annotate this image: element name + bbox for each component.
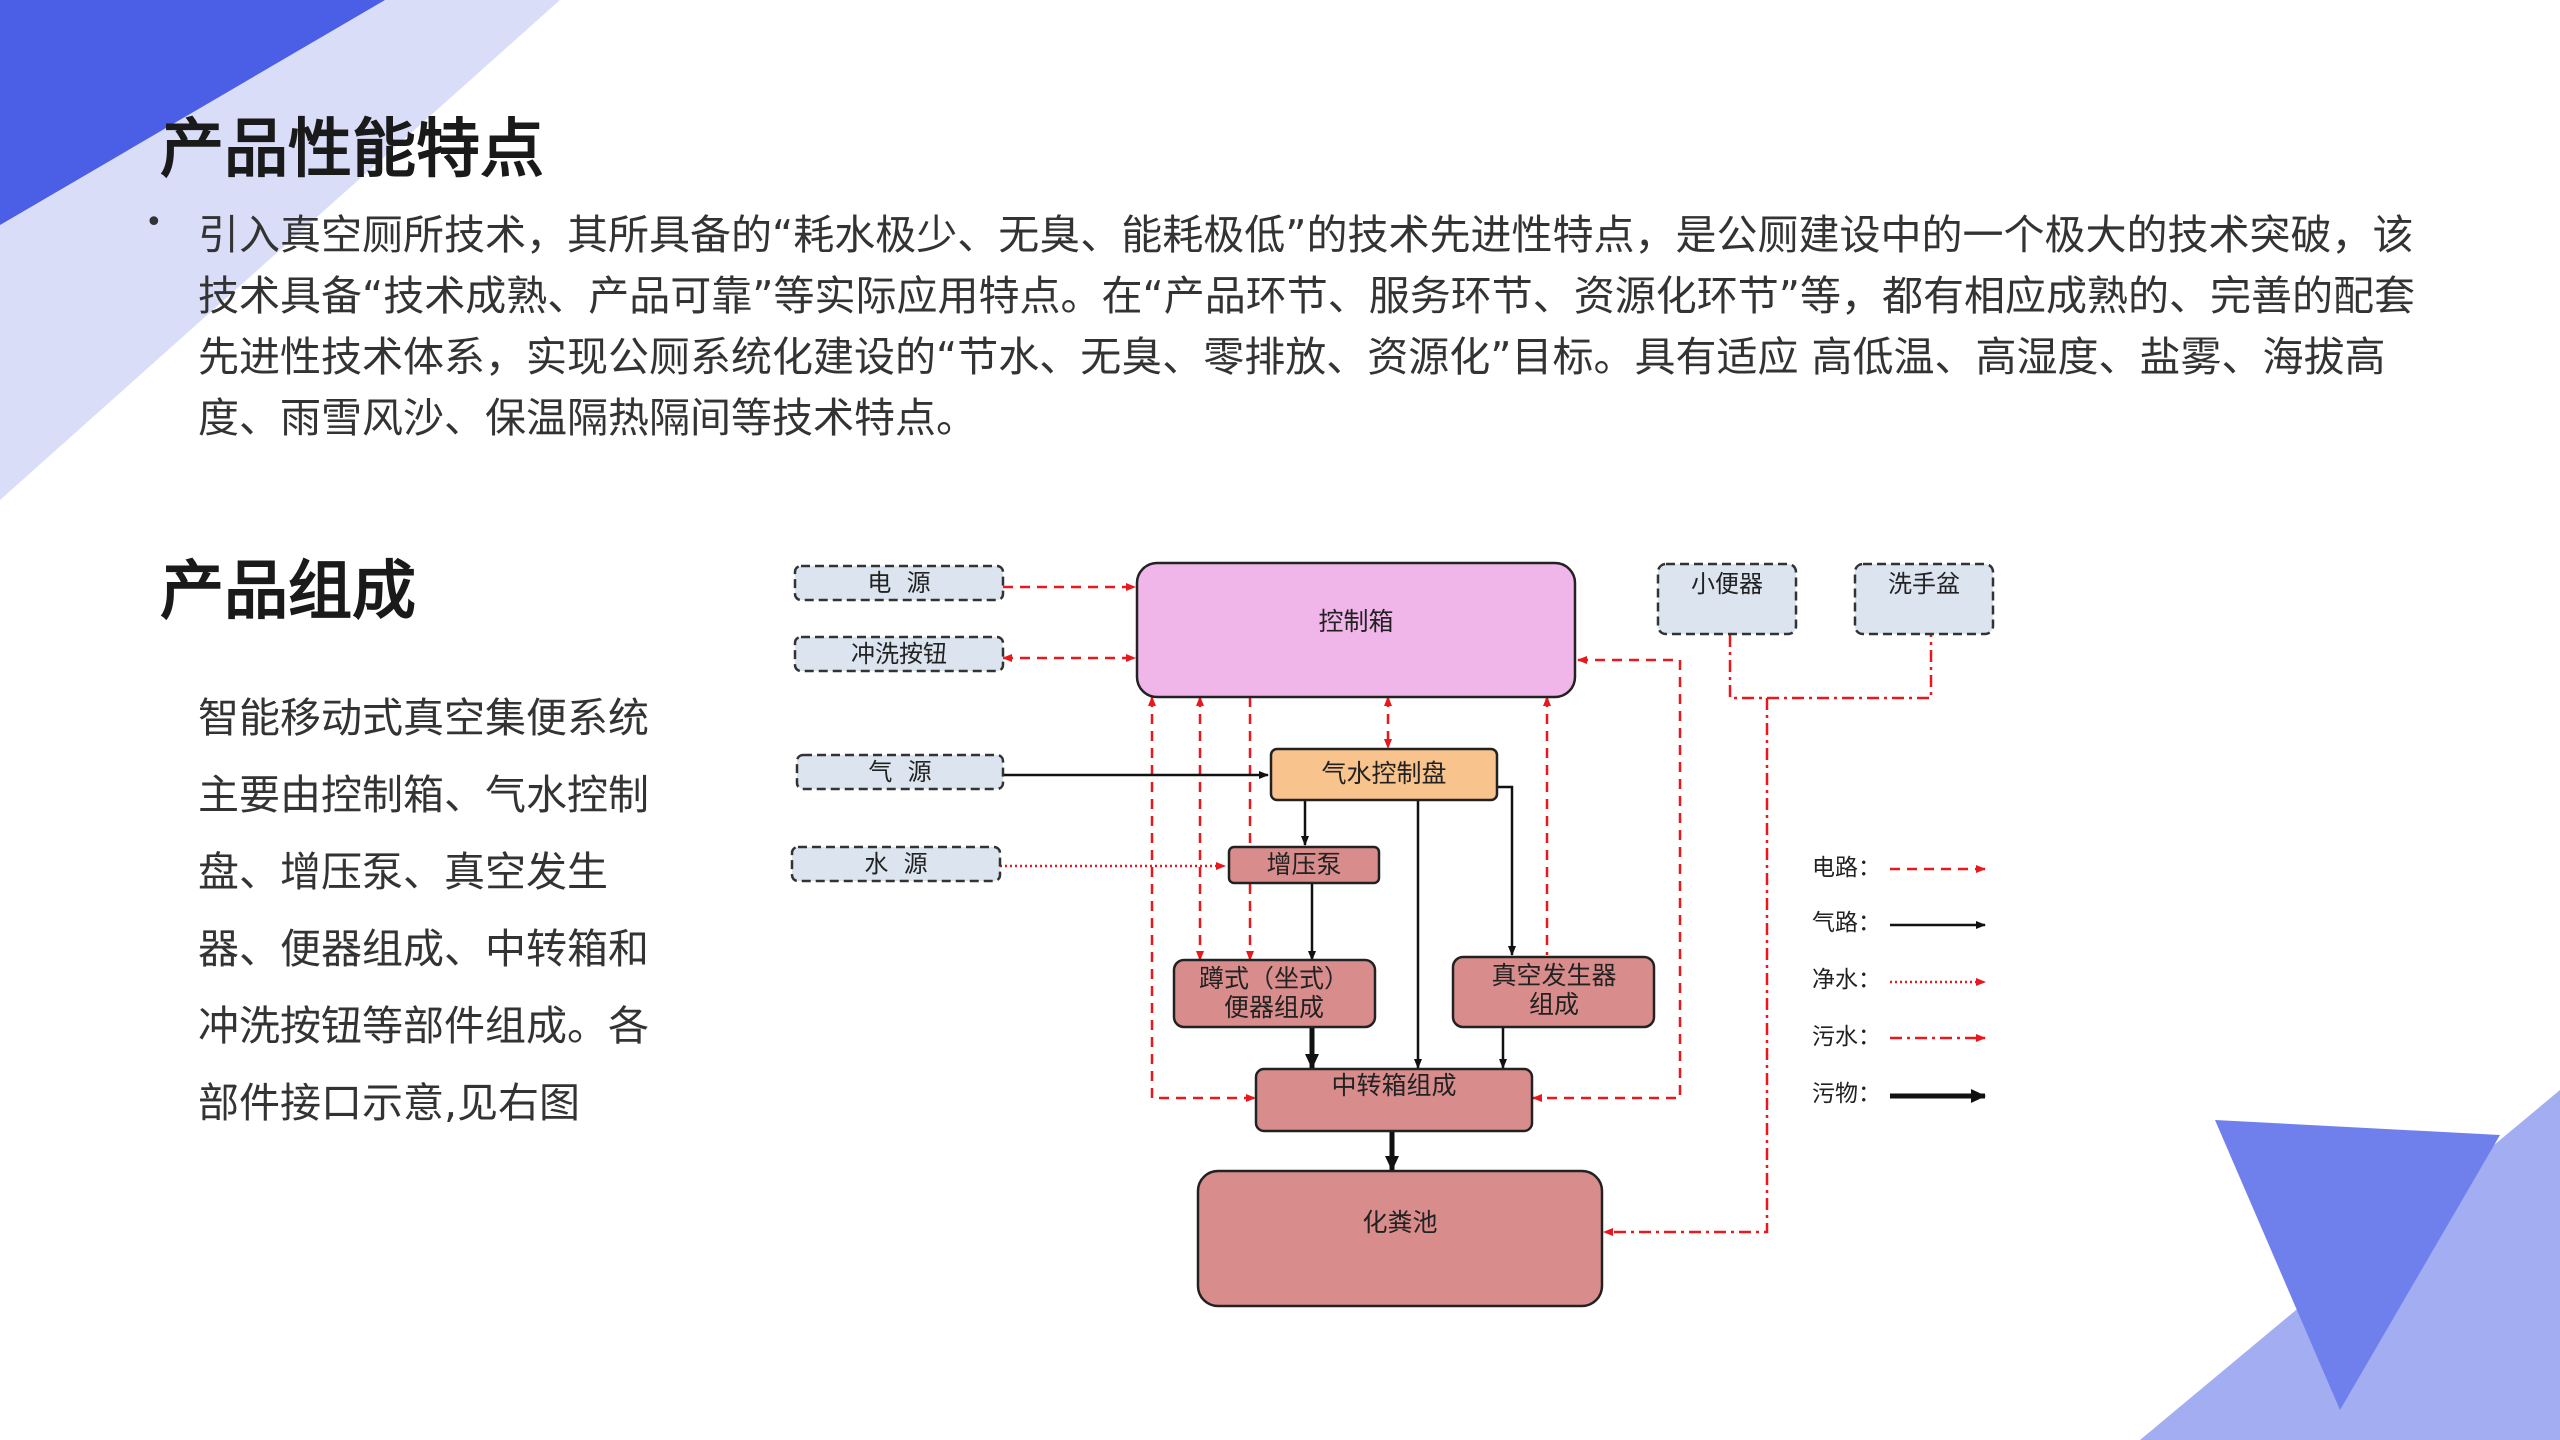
node-air-source-label: 气 源 <box>868 758 931 786</box>
node-squat-toilet <box>1172 958 1377 1029</box>
node-flush-button-box <box>793 635 1005 673</box>
edge-control-transfer <box>1148 696 1256 1102</box>
decor-blue-triangle-top-left <box>0 0 385 225</box>
legend-sewage-label: 污水： <box>1812 1024 1881 1050</box>
node-squat-toilet-label-2: 便器组成 <box>1224 993 1324 1022</box>
legend-clean-water-label: 净水： <box>1812 967 1881 993</box>
node-transfer-tank <box>1254 1067 1534 1133</box>
edge-gaswater-to-vacuum <box>1497 785 1516 956</box>
node-control-box <box>1135 561 1577 699</box>
node-urinal-box <box>1656 562 1798 636</box>
node-flush-button-label: 冲洗按钮 <box>851 640 947 668</box>
legend-gas-label: 气路： <box>1812 910 1881 936</box>
node-water-source-label: 水 源 <box>864 850 927 878</box>
edge-sewage-to-septic <box>1603 698 1769 1236</box>
section-title-composition: 产品组成 <box>160 555 416 629</box>
node-vacuum-generator <box>1451 955 1656 1029</box>
decor-blue-triangle-bottom-right <box>2215 1120 2500 1410</box>
edge-urinal-sewage <box>1728 635 1933 700</box>
edge-control-transfer-right <box>1532 656 1682 1102</box>
composition-paragraph: 智能移动式真空集便系统主要由控制箱、气水控制盘、增压泵、真空发生器、便器组成、中… <box>198 694 649 1127</box>
node-air-source-box <box>795 753 1005 791</box>
node-urinal-label: 小便器 <box>1691 570 1763 598</box>
node-wash-basin-box <box>1853 562 1995 636</box>
node-power-box <box>793 564 1005 602</box>
legend-electric-label: 电路： <box>1812 855 1881 881</box>
features-paragraph: 引入真空厕所技术，其所具备的“耗水极少、无臭、能耗极低”的技术先进性特点，是公厕… <box>198 211 2415 442</box>
node-booster-pump-label: 增压泵 <box>1266 850 1341 879</box>
node-power-label: 电 源 <box>867 569 930 597</box>
diagram-legend: 电路： 气路： 净水： 污水： 污物： <box>1812 855 1986 1107</box>
legend-waste-label: 污物： <box>1812 1081 1881 1107</box>
node-septic-tank <box>1196 1169 1604 1308</box>
bullet-dot: • <box>145 205 163 240</box>
node-gas-water-panel-label: 气水控制盘 <box>1321 759 1446 788</box>
node-transfer-tank-label: 中转箱组成 <box>1331 1071 1456 1100</box>
node-wash-basin-label: 洗手盆 <box>1888 570 1960 598</box>
node-water-source-box <box>790 845 1002 883</box>
node-septic-tank-label: 化粪池 <box>1362 1208 1437 1237</box>
node-booster-pump <box>1227 845 1381 885</box>
node-squat-toilet-label-1: 蹲式（坐式） <box>1199 964 1349 993</box>
node-vacuum-generator-label-2: 组成 <box>1529 990 1579 1019</box>
node-vacuum-generator-label-1: 真空发生器 <box>1491 961 1616 990</box>
section-title-features: 产品性能特点 <box>160 113 544 187</box>
node-gas-water-panel <box>1269 747 1499 802</box>
node-control-box-label: 控制箱 <box>1318 607 1393 636</box>
